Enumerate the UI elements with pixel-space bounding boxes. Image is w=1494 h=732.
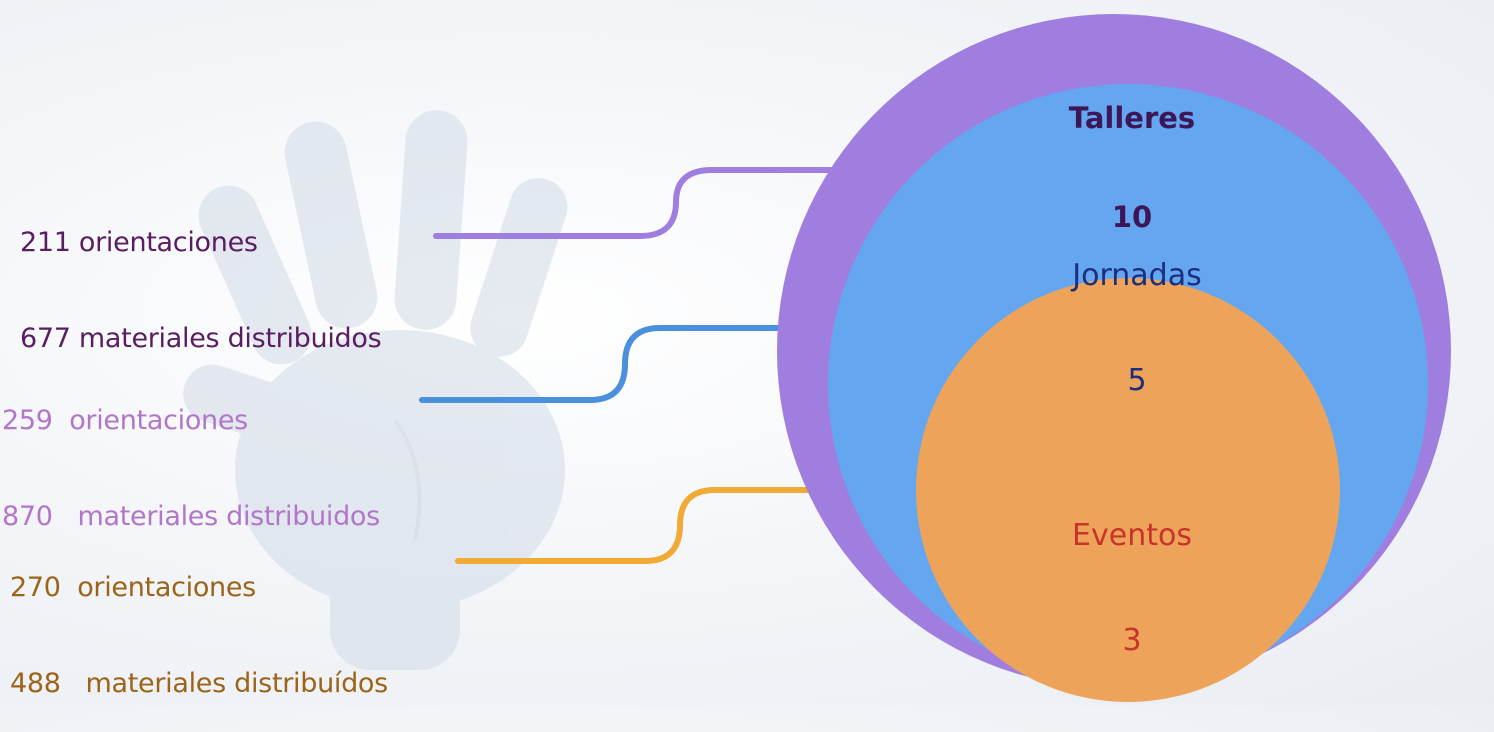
connector-line-2 <box>419 325 841 403</box>
eventos-label: Eventos 3 <box>1032 448 1232 693</box>
stats-note-2: 259 orientaciones 870 materiales distrib… <box>2 341 380 565</box>
connector-line-1 <box>433 167 841 239</box>
note-1-line-2: 677 materiales distribuidos <box>20 323 382 354</box>
nested-circles-diagram <box>183 14 1451 702</box>
connector-line-3 <box>455 487 919 564</box>
note-3-line-1: 270 orientaciones <box>10 572 256 603</box>
jornadas-count: 5 <box>1127 363 1147 398</box>
talleres-label: Talleres 10 <box>1032 36 1232 267</box>
note-2-line-2: 870 materiales distribuidos <box>2 501 380 532</box>
stats-note-3: 270 orientaciones 488 materiales distrib… <box>10 508 388 732</box>
talleres-count: 10 <box>1111 200 1153 234</box>
circle-eventos <box>916 278 1340 702</box>
eventos-title: Eventos <box>1072 518 1192 553</box>
jornadas-title: Jornadas <box>1072 258 1202 293</box>
note-2-line-1: 259 orientaciones <box>2 405 248 436</box>
jornadas-label: Jornadas 5 <box>1037 188 1237 433</box>
stats-note-1: 211 orientaciones 677 materiales distrib… <box>20 163 382 387</box>
talleres-title: Talleres <box>1068 101 1196 135</box>
eventos-count: 3 <box>1122 623 1142 658</box>
note-3-line-2: 488 materiales distribuídos <box>10 668 388 699</box>
note-1-line-1: 211 orientaciones <box>20 227 258 258</box>
